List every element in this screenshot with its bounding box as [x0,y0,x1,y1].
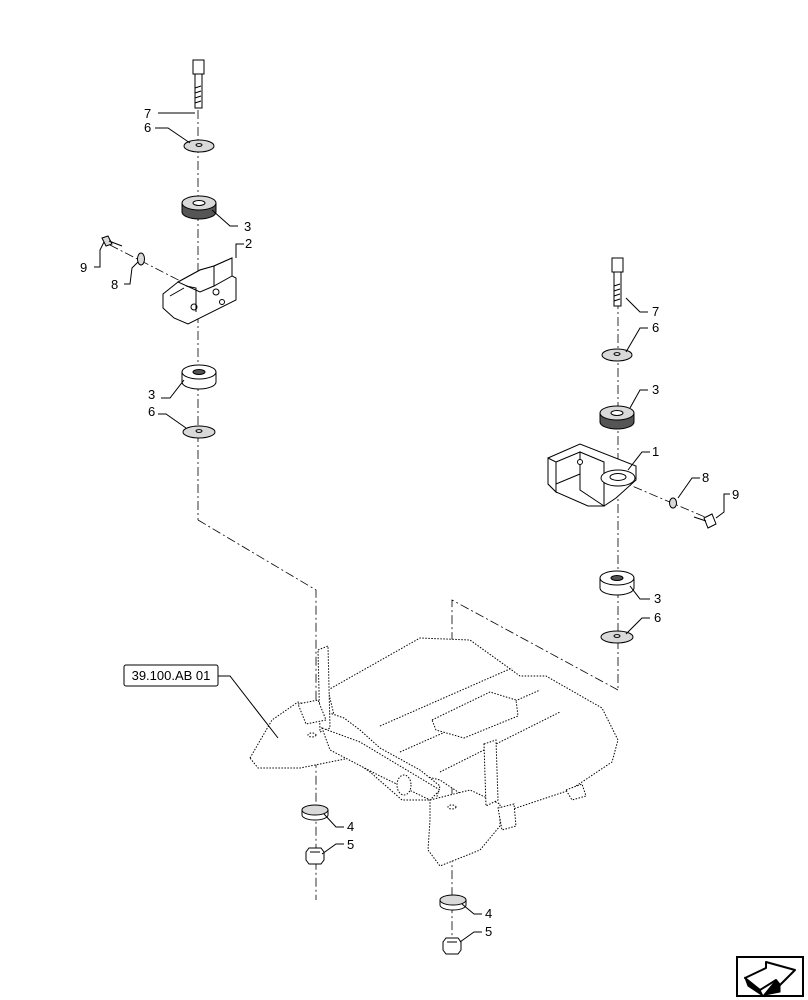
left-top-isolator [181,195,217,220]
callout-leaders [94,112,730,943]
assembly-centerlines [109,110,713,940]
callout-right-top-washer: 6 [652,320,659,335]
right-side-bolt [693,513,717,529]
callout-left-top-washer: 6 [144,120,151,135]
rear-nut [442,937,462,955]
callout-right-top-isolator: 3 [652,382,659,397]
callout-right-bottom-washer: 6 [654,610,661,625]
callout-left-side-bolt: 9 [80,260,87,275]
right-top-isolator [599,405,635,430]
left-top-washer [183,139,215,153]
left-bottom-isolator [181,364,217,390]
callout-left-bottom-isolator: 3 [148,387,155,402]
callout-front-nut-washer: 4 [347,819,354,834]
left-side-washer [137,252,145,266]
callout-right-side-washer: 8 [702,470,709,485]
right-side-washer [669,497,677,509]
left-bolt [192,59,205,109]
reference-label: 39.100.AB 01 [132,668,211,683]
right-bottom-washer [600,630,634,644]
front-nut [305,847,325,865]
front-nut-washer [301,804,329,821]
right-bottom-isolator [599,570,635,596]
callout-left-bolt: 7 [144,106,151,121]
callout-left-bottom-washer: 6 [148,404,155,419]
callout-right-bracket: 1 [652,444,659,459]
reference-link[interactable]: 39.100.AB 01 [123,664,219,687]
callout-front-nut: 5 [347,837,354,852]
right-bolt [611,257,624,307]
left-bottom-washer [182,425,216,439]
callout-right-bolt: 7 [652,304,659,319]
callout-left-top-isolator: 3 [244,219,251,234]
right-top-washer [601,348,633,362]
callout-left-side-washer: 8 [111,277,118,292]
callout-right-bottom-isolator: 3 [654,591,661,606]
callout-rear-nut: 5 [485,924,492,939]
base-frame [249,637,619,867]
callout-rear-nut-washer: 4 [485,906,492,921]
callout-right-side-bolt: 9 [732,487,739,502]
right-mount-bracket [547,443,637,507]
next-page-arrow-icon[interactable] [736,956,804,998]
rear-nut-washer [439,894,467,911]
callout-left-bracket: 2 [245,236,252,251]
left-mount-bracket [162,257,237,325]
callout-labels: 7 6 3 2 9 8 3 6 7 6 3 1 8 9 3 6 4 5 4 5 [80,106,739,939]
left-side-bolt [101,235,123,247]
